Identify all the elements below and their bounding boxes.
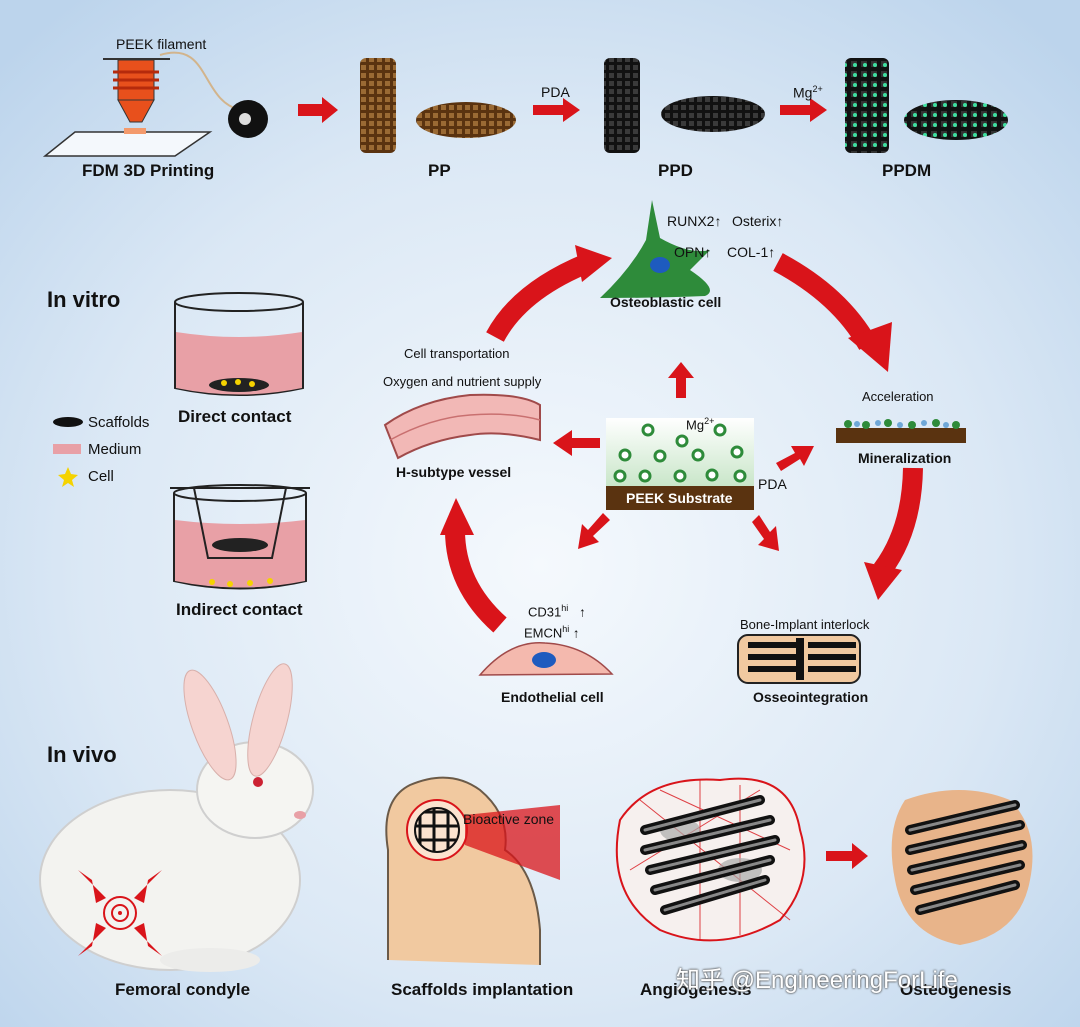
arrow-printer-to-pp [298, 97, 338, 123]
in-vitro-title: In vitro [47, 287, 121, 312]
indirect-contact-label: Indirect contact [176, 600, 303, 619]
substrate-pda-label: PDA [758, 476, 787, 492]
cycle-arc-left-bottom [440, 498, 507, 633]
osteogenesis-label: Osteogenesis [900, 980, 1012, 999]
rabbit-illustration [39, 663, 314, 972]
indirect-contact-beaker [170, 484, 310, 590]
cycle-arc-right-top [773, 253, 892, 372]
peek-substrate-label: PEEK Substrate [626, 490, 733, 506]
legend-icons [53, 417, 83, 487]
legend-medium: Medium [88, 441, 142, 458]
cd31-label: CD31hi ↑ [528, 603, 586, 620]
pp-scaffold [360, 58, 516, 153]
angiogenesis-label: Angiogenesis [640, 980, 752, 999]
endothelial-cell [478, 642, 614, 676]
osteoblastic-cell [600, 200, 710, 298]
fdm-3d-printing-label: FDM 3D Printing [82, 161, 215, 180]
bioactive-zone-label: Bioactive zone [463, 811, 555, 827]
bone-implant-interlock [737, 634, 861, 684]
ppdm-label: PPDM [882, 161, 932, 180]
col1-label: COL-1↑ [727, 244, 776, 260]
opn-label: OPN↑ [674, 244, 712, 260]
arrow-pp-to-ppd [533, 98, 580, 122]
osseointegration-label: Osseointegration [753, 689, 869, 705]
legend-cell: Cell [88, 468, 114, 485]
h-subtype-vessel [383, 393, 541, 460]
bone-implant-interlock-label: Bone-Implant interlock [740, 617, 870, 632]
pp-label: PP [428, 161, 451, 180]
mineralization-layer [836, 419, 966, 443]
oxygen-nutrient-label: Oxygen and nutrient supply [383, 374, 542, 389]
in-vivo-title: In vivo [47, 742, 117, 767]
ppdm-scaffold [845, 58, 1008, 153]
watermark: 知乎 @EngineeringForLife [676, 967, 958, 994]
ppd-scaffold [604, 58, 765, 153]
arrow-ppd-to-ppdm [780, 98, 827, 122]
mg-arrow-label: Mg2+ [793, 84, 823, 101]
ppd-label: PPD [658, 161, 693, 180]
scaffolds-implantation-label: Scaffolds implantation [391, 980, 574, 999]
endothelial-cell-label: Endothelial cell [501, 689, 604, 705]
direct-contact-beaker [174, 292, 304, 396]
femoral-condyle-label: Femoral condyle [115, 980, 251, 999]
cycle-arc-left-top [486, 245, 612, 342]
femur-implantation [385, 776, 560, 965]
peek-substrate [606, 418, 754, 510]
osteogenesis-scaffold [891, 790, 1033, 945]
osteoblastic-cell-label: Osteoblastic cell [610, 294, 722, 310]
arrow-angio-to-osteo [826, 843, 868, 869]
runx2-label: RUNX2↑ [667, 213, 722, 229]
fdm-printer-icon [42, 51, 268, 157]
angiogenesis-scaffold [615, 777, 806, 942]
legend-scaffolds: Scaffolds [88, 414, 150, 431]
center-arrows [553, 362, 814, 551]
h-subtype-vessel-label: H-subtype vessel [396, 464, 512, 480]
acceleration-label: Acceleration [862, 389, 934, 404]
pda-arrow-label: PDA [541, 84, 570, 100]
cell-transportation-label: Cell transportation [404, 346, 510, 361]
substrate-mg-label: Mg2+ [686, 416, 715, 433]
peek-filament-label: PEEK filament [116, 36, 207, 52]
emcn-label: EMCNhi ↑ [524, 624, 580, 641]
cycle-arc-right-bottom [864, 467, 923, 600]
osterix-label: Osterix↑ [732, 213, 784, 229]
direct-contact-label: Direct contact [178, 407, 292, 426]
mineralization-label: Mineralization [858, 450, 952, 466]
